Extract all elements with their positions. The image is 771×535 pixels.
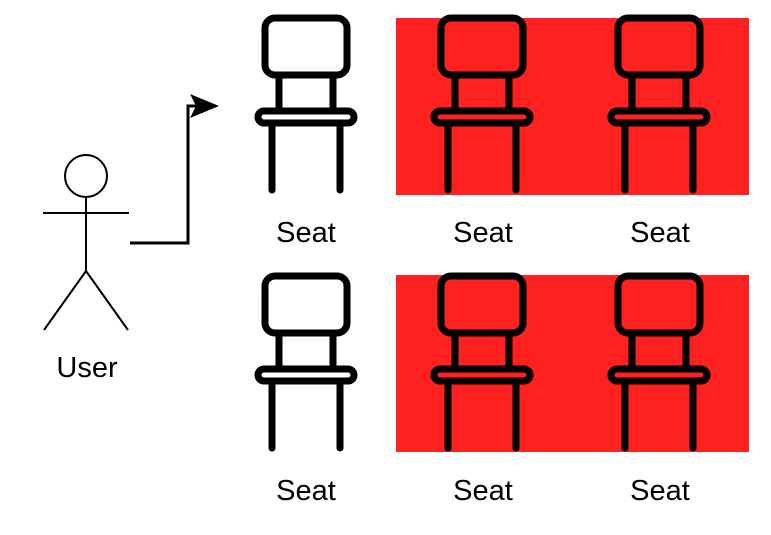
user-label: User xyxy=(56,352,118,384)
seat-label: Seat xyxy=(276,217,336,249)
connector-arrow xyxy=(130,94,219,245)
seat-label: Seat xyxy=(453,475,513,507)
seat-label: Seat xyxy=(453,217,513,249)
chair-icon xyxy=(258,276,354,448)
stick-figure-icon xyxy=(43,154,129,331)
seat-label: Seat xyxy=(630,475,690,507)
chair-icon xyxy=(258,18,354,190)
arrowhead-icon xyxy=(190,94,219,118)
seat-label: Seat xyxy=(630,217,690,249)
seat-label: Seat xyxy=(276,475,336,507)
